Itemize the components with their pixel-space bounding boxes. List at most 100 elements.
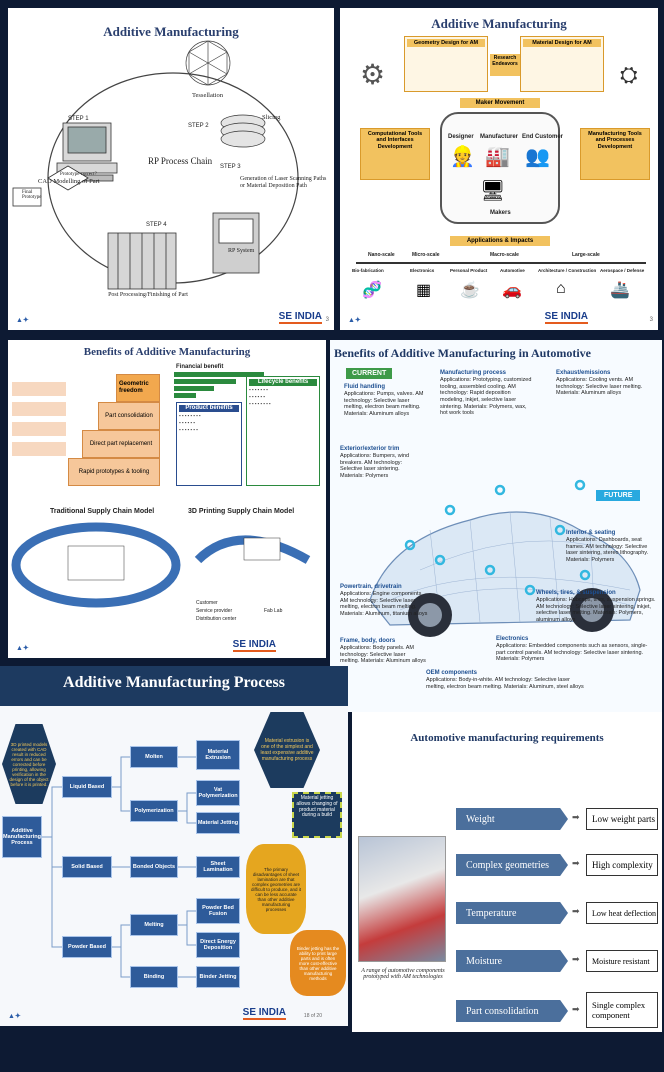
- root-node: Additive Manufacturing Process: [2, 816, 42, 858]
- cup-icon: ☕: [460, 282, 480, 299]
- house-icon: ⌂: [556, 280, 566, 297]
- app-architecture: Architecture / Construction: [538, 268, 597, 273]
- slide-rp-process-chain: Additive Manufacturing: [8, 8, 334, 330]
- customer-icon: 👥: [525, 146, 550, 168]
- legend-distribution: Distribution center: [196, 616, 237, 622]
- geometry-design-box: Geometry Design for AM: [404, 36, 488, 92]
- printing-title: 3D Printing Supply Chain Model: [188, 508, 295, 515]
- note-jetting: Material jetting allows changing of prod…: [292, 792, 342, 838]
- slide-am-ecosystem: Additive Manufacturing Geometry Design f…: [340, 8, 658, 330]
- slide-title: Benefits of Additive Manufacturing: [83, 346, 251, 358]
- current-tag: CURRENT: [346, 368, 393, 379]
- chip-icon: ▦: [416, 282, 432, 299]
- maker-icon: 🖥: [480, 180, 506, 202]
- step3-label: STEP 3: [220, 164, 241, 170]
- traditional-title: Traditional Supply Chain Model: [50, 508, 155, 515]
- app-electronics: Electronics: [410, 268, 435, 273]
- dna-icon: 🧬: [362, 282, 382, 299]
- benefit-stairs: Rapid prototypes & tooling Direct part r…: [68, 370, 160, 490]
- rp-process-chain-label: RP Process Chain: [148, 156, 213, 166]
- material-design-box: Material Design for AM: [520, 36, 604, 92]
- slide-footer: ▲✦ SE INDIA 3: [8, 302, 334, 326]
- out-single-component: Single complex component: [586, 992, 658, 1028]
- out-moisture: Moisture resistant: [586, 950, 658, 972]
- institute-logo: ▲✦: [348, 317, 361, 324]
- node-melting: Melting: [130, 914, 178, 936]
- supply-chain-diagrams: [11, 522, 311, 608]
- node-bonded: Bonded Objects: [130, 856, 178, 878]
- car-icon: 🚗: [502, 282, 522, 299]
- financial-benefit-label: Financial benefit: [176, 364, 224, 370]
- node-ded: Direct Energy Deposition: [196, 932, 240, 958]
- product-benefits-box: Product benefits ▪ ▪ ▪ ▪ ▪ ▪ ▪ ▪▪ ▪ ▪ ▪ …: [176, 402, 242, 486]
- node-binding: Binding: [130, 966, 178, 988]
- scale-axis: [356, 262, 646, 264]
- applications-bar: Applications & Impacts: [450, 236, 550, 246]
- slide-footer: ▲✦ SE INDIA: [8, 630, 326, 654]
- out-low-heat: Low heat deflection: [586, 902, 658, 924]
- financial-bars: [174, 372, 264, 398]
- req-consolidation: Part consolidation: [456, 1000, 568, 1022]
- arrow-icon: ➡: [572, 954, 580, 964]
- title-bar: [0, 666, 348, 706]
- slide-number: 3: [649, 317, 653, 323]
- step1-label: STEP 1: [68, 116, 89, 122]
- se-india-logo: SE INDIA: [232, 639, 276, 652]
- node-material-extrusion: Material Extrusion: [196, 740, 240, 770]
- se-india-logo: SE INDIA: [278, 311, 322, 324]
- node-polymerization: Polymerization: [130, 800, 178, 822]
- final-prototype: Final Prototype: [22, 190, 42, 200]
- app-personal: Personal Product: [450, 268, 488, 273]
- app-automotive: Automotive: [500, 268, 525, 273]
- research-endeavors: Research Endeavors: [490, 54, 520, 76]
- manufacturer-icon: 🏭: [485, 146, 510, 168]
- institute-logo: ▲✦: [8, 1013, 21, 1020]
- slide-am-process: Additive Manufacturing Process Additive …: [0, 666, 348, 1026]
- designer-label: Designer: [448, 134, 474, 140]
- makers-label: Makers: [490, 210, 511, 216]
- makers-oval: [440, 112, 560, 224]
- manufacturer-label: Manufacturer: [480, 134, 519, 140]
- node-solid: Solid Based: [62, 856, 112, 878]
- node-vat-polymerization: Vat Polymerization: [196, 780, 240, 806]
- note-extrusion-hex: Material extrusion is one of the simples…: [254, 712, 320, 788]
- arrow-icon: ➡: [572, 1004, 580, 1014]
- node-molten: Molten: [130, 746, 178, 768]
- app-biofab: Bio-fabrication: [352, 268, 384, 273]
- scale-nano: Nano-scale: [368, 252, 395, 258]
- step4-label: STEP 4: [146, 222, 167, 228]
- req-weight: Weight: [456, 808, 568, 830]
- step3-text: Generation of Laser Scanning Paths or Ma…: [240, 176, 327, 190]
- slide-footer: ▲✦ SE INDIA 3: [340, 302, 658, 326]
- manufacturing-tools-box: Manufacturing Tools and Processes Develo…: [580, 128, 650, 180]
- slicing-label: Slicing: [262, 114, 281, 121]
- app-icons: Bio-fabrication Electronics Personal Pro…: [352, 268, 652, 308]
- step2-label: STEP 2: [188, 123, 209, 129]
- future-tag: FUTURE: [596, 490, 641, 501]
- node-binder-jetting: Binder Jetting: [196, 966, 240, 988]
- req-moisture: Moisture: [456, 950, 568, 972]
- slide-title: Additive Manufacturing Process: [63, 674, 285, 691]
- slide-benefits-automotive: Benefits of Additive Manufacturing in Au…: [330, 340, 662, 712]
- arrow-icon: ➡: [572, 812, 580, 822]
- scale-large: Large-scale: [572, 252, 600, 258]
- slide-title: Automotive manufacturing requirements: [410, 732, 604, 744]
- step1-text: CAD Modelling of Part: [38, 178, 100, 185]
- institute-logo: ▲✦: [16, 645, 29, 652]
- designer-icon: 👷: [450, 146, 475, 168]
- se-india-logo: SE INDIA: [242, 1007, 286, 1020]
- node-sheet-lamination: Sheet Lamination: [196, 856, 240, 878]
- gear-icon: ⚙: [360, 59, 386, 90]
- wireframe-car: [369, 479, 641, 637]
- step2-text: Tessellation: [192, 92, 223, 99]
- printer-icon: ⛭: [620, 62, 638, 87]
- arrow-icon: ➡: [572, 858, 580, 868]
- note-left-hex: 3D printed models created with CAD resul…: [2, 724, 56, 804]
- prototype-photo: [358, 836, 446, 962]
- step4-text: Post Processing/Finishing of Part: [108, 292, 188, 298]
